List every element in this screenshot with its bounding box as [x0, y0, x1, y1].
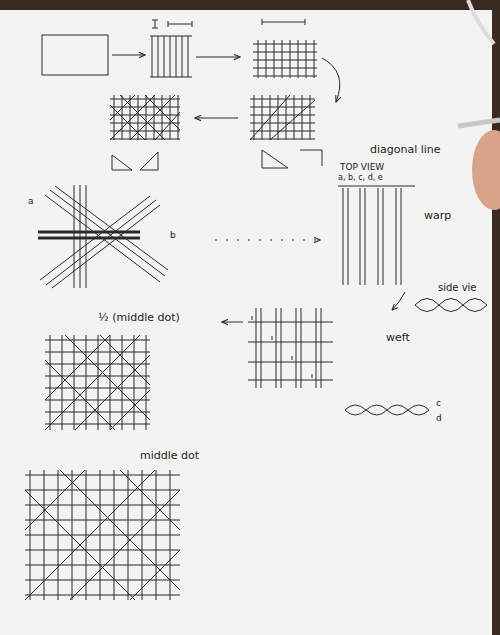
- arrow: [195, 118, 238, 119]
- handwritten-note: diagonal line: [370, 144, 441, 157]
- braid-sketch: [345, 405, 429, 415]
- dotted-arrow: [215, 240, 320, 241]
- dimension-mark: [262, 19, 305, 25]
- paper-sheet: [0, 10, 492, 635]
- cable: [468, 0, 494, 44]
- grid-sketch: [253, 40, 317, 78]
- handwritten-note: a: [28, 196, 34, 206]
- handwritten-note: b: [170, 230, 176, 240]
- curved-arrow: [322, 58, 340, 102]
- half-middle-dot-pattern: [45, 335, 150, 430]
- handwritten-note: c: [436, 398, 441, 408]
- handwritten-note: a, b, c, d, e: [338, 173, 383, 182]
- pen: [458, 120, 500, 126]
- diagonal-grid-sketch: [110, 95, 180, 140]
- hand: [472, 130, 500, 210]
- handwritten-note: d: [436, 413, 442, 423]
- dimension-mark: [152, 20, 192, 28]
- handwritten-note: ½ (middle dot): [98, 312, 180, 325]
- triangle-sketch: [112, 150, 322, 170]
- side-view-braid: [415, 299, 487, 312]
- handwritten-note: weft: [386, 332, 410, 345]
- warp-lines-sketch: [150, 36, 192, 77]
- arrow: [196, 57, 240, 58]
- handwritten-note: warp: [424, 210, 451, 223]
- handwritten-note: middle dot: [140, 450, 199, 463]
- thread-band: [38, 232, 140, 238]
- arrow: [112, 55, 145, 56]
- middle-dot-pattern: [25, 470, 180, 600]
- arrow: [222, 322, 243, 323]
- handwritten-note: TOP VIEW: [340, 162, 384, 172]
- top-view-sketch: [338, 186, 415, 285]
- handwritten-note: side vie: [438, 282, 477, 294]
- square-sketch: [42, 35, 108, 75]
- grid-sketch: [250, 95, 315, 140]
- warp-weft-grid-sketch: [248, 308, 333, 388]
- curved-arrow: [392, 292, 405, 310]
